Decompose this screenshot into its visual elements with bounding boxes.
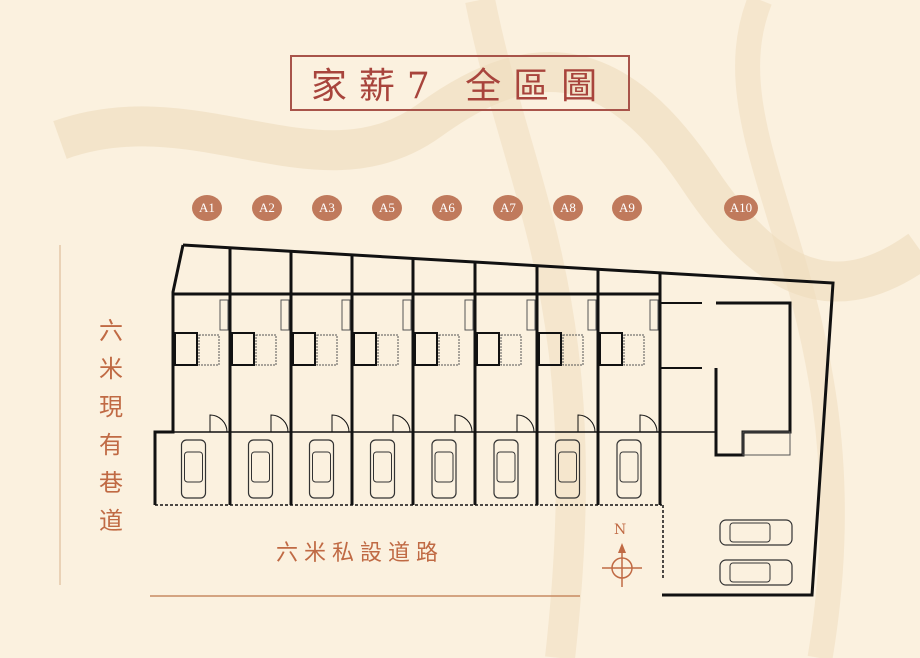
car-roof	[558, 451, 577, 483]
bathroom	[414, 332, 438, 366]
a10-porch	[742, 431, 791, 456]
parked-car	[247, 439, 274, 499]
door	[270, 414, 289, 433]
parked-car	[493, 439, 519, 499]
parked-car	[719, 559, 793, 586]
staircase	[377, 334, 399, 366]
bathroom	[231, 332, 255, 366]
kitchen-counter	[280, 299, 290, 331]
kitchen-counter	[219, 299, 229, 331]
parked-car	[554, 439, 581, 499]
kitchen-counter	[649, 299, 659, 331]
staircase	[198, 334, 220, 366]
unit-badge-a8: A8	[553, 195, 583, 221]
bathroom	[599, 332, 623, 366]
page-title: 家薪7 全區圖	[310, 66, 610, 107]
bathroom	[292, 332, 316, 366]
car-roof	[184, 451, 203, 483]
car-roof	[434, 451, 454, 483]
parked-car	[719, 519, 793, 546]
car-roof	[729, 522, 771, 543]
staircase	[316, 334, 338, 366]
kitchen-counter	[464, 299, 474, 331]
unit-badge-a10: A10	[724, 195, 758, 221]
door	[209, 414, 228, 433]
door	[392, 414, 411, 433]
parked-car	[431, 439, 457, 499]
site-boundary	[182, 243, 835, 597]
parked-car	[369, 439, 396, 499]
left-road-label: 六米現有巷道	[99, 317, 123, 535]
unit-badge-a6: A6	[432, 195, 462, 221]
bathroom	[353, 332, 377, 366]
unit-badge-a2: A2	[252, 195, 282, 221]
door	[577, 414, 596, 433]
parked-car	[616, 439, 642, 499]
car-roof	[619, 451, 639, 483]
staircase	[500, 334, 522, 366]
kitchen-counter	[587, 299, 597, 331]
door	[516, 414, 535, 433]
door	[639, 414, 658, 433]
compass-north-label: N	[614, 522, 627, 538]
unit-badge-a9: A9	[612, 195, 642, 221]
unit-badge-a3: A3	[312, 195, 342, 221]
bathroom	[538, 332, 562, 366]
compass-icon	[602, 543, 642, 587]
car-roof	[312, 451, 331, 483]
staircase	[562, 334, 584, 366]
staircase	[623, 334, 645, 366]
door	[454, 414, 473, 433]
title-box: 家薪7 全區圖	[290, 55, 630, 111]
staircase	[438, 334, 460, 366]
kitchen-counter	[341, 299, 351, 331]
unit-badge-a7: A7	[493, 195, 523, 221]
parked-car	[180, 439, 207, 499]
bathroom	[476, 332, 500, 366]
parked-car	[308, 439, 335, 499]
staircase	[255, 334, 277, 366]
kitchen-counter	[526, 299, 536, 331]
car-roof	[251, 451, 270, 483]
bathroom	[174, 332, 198, 366]
door	[331, 414, 350, 433]
bottom-road-label: 六米私設道路	[276, 541, 445, 566]
car-roof	[729, 562, 771, 583]
unit-badge-a5: A5	[372, 195, 402, 221]
car-roof	[373, 451, 392, 483]
unit-badge-a1: A1	[192, 195, 222, 221]
car-roof	[496, 451, 516, 483]
west-wall	[153, 244, 185, 505]
kitchen-counter	[402, 299, 412, 331]
